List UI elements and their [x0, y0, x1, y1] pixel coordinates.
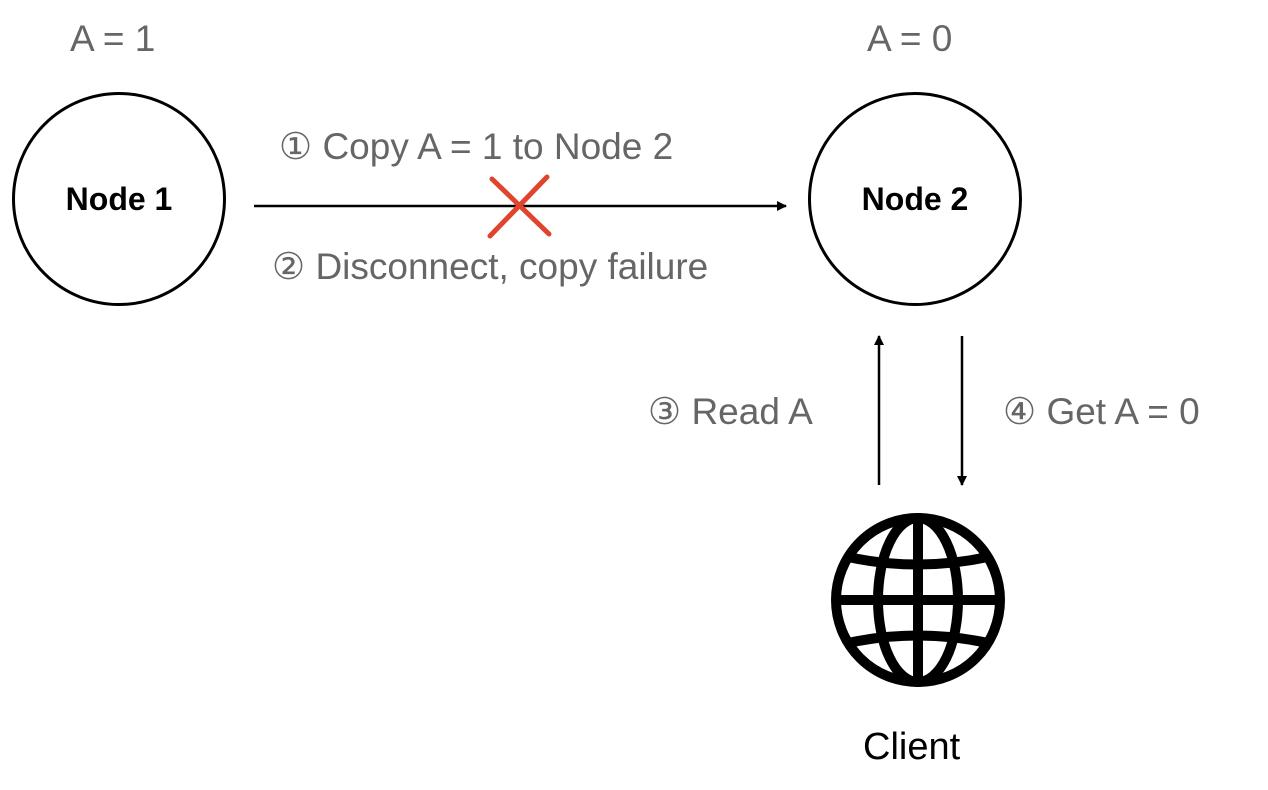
node2-label: Node 2 [861, 180, 969, 217]
failure-x-icon [487, 174, 552, 239]
step3-label: ③ Read A [648, 391, 813, 432]
node2-circle: Node 2 [808, 92, 1022, 306]
node1-value-label: A = 1 [70, 18, 156, 59]
node2-value-label: A = 0 [867, 18, 953, 59]
globe-icon [831, 513, 1005, 687]
step4-label: ④ Get A = 0 [1003, 391, 1200, 432]
node1-label: Node 1 [65, 180, 173, 217]
node1-circle: Node 1 [12, 92, 226, 306]
step1-label: ① Copy A = 1 to Node 2 [279, 126, 674, 167]
client-label: Client [863, 726, 961, 768]
step2-label: ② Disconnect, copy failure [272, 246, 709, 287]
